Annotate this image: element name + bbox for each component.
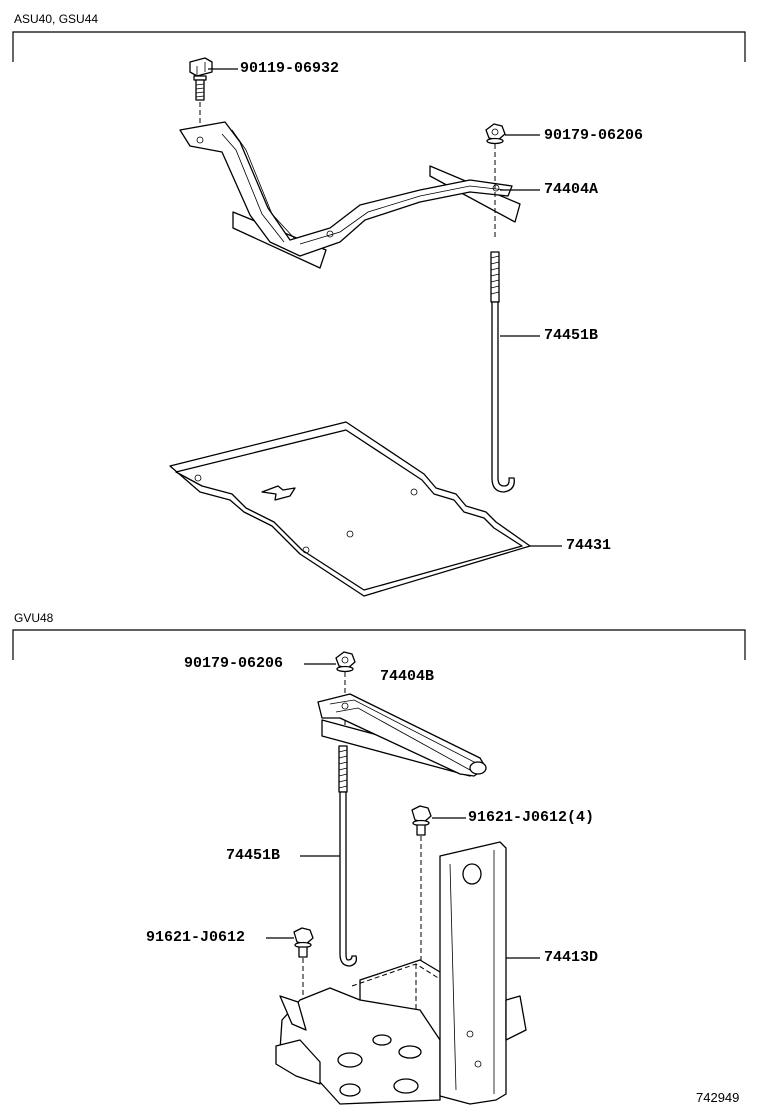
rod-74451b-top-drawing [490, 251, 515, 493]
section-label-gvu48: GVU48 [14, 611, 54, 625]
tray-74431-drawing [169, 421, 531, 597]
callout-rod-bottom: 74451B [226, 847, 281, 864]
callout-carrier: 74413D [544, 949, 599, 966]
section-label-asu40-gsu44: ASU40, GSU44 [14, 12, 99, 26]
carrier-74413d-drawing [275, 841, 527, 1105]
callout-bolt-bottom-right: 91621-J0612(4) [468, 809, 595, 826]
callout-rod-top: 74451B [544, 327, 599, 344]
rod-74451b-bottom-drawing [338, 745, 358, 967]
nut-90179-06206-top-drawing [485, 123, 506, 240]
section-bracket-bottom [12, 629, 746, 660]
callout-clamp-bottom: 74404B [380, 668, 435, 685]
callout-clamp-top: 74404A [544, 181, 599, 198]
callout-bolt-bottom-left: 91621-J0612 [146, 929, 246, 946]
nut-90179-06206-bottom-drawing [335, 651, 356, 730]
callout-tray: 74431 [566, 537, 612, 554]
section-bracket-top [12, 31, 746, 62]
leader-lines [208, 68, 562, 959]
clamp-74404a-drawing [179, 121, 521, 269]
figure-number: 742949 [696, 1090, 740, 1105]
callout-nut-bottom: 90179-06206 [184, 655, 284, 672]
bolt-90119-06932-drawing [189, 57, 213, 142]
callout-nut-top: 90179-06206 [544, 127, 644, 144]
callout-bolt-top: 90119-06932 [240, 60, 340, 77]
clamp-74404b-drawing [317, 693, 487, 777]
